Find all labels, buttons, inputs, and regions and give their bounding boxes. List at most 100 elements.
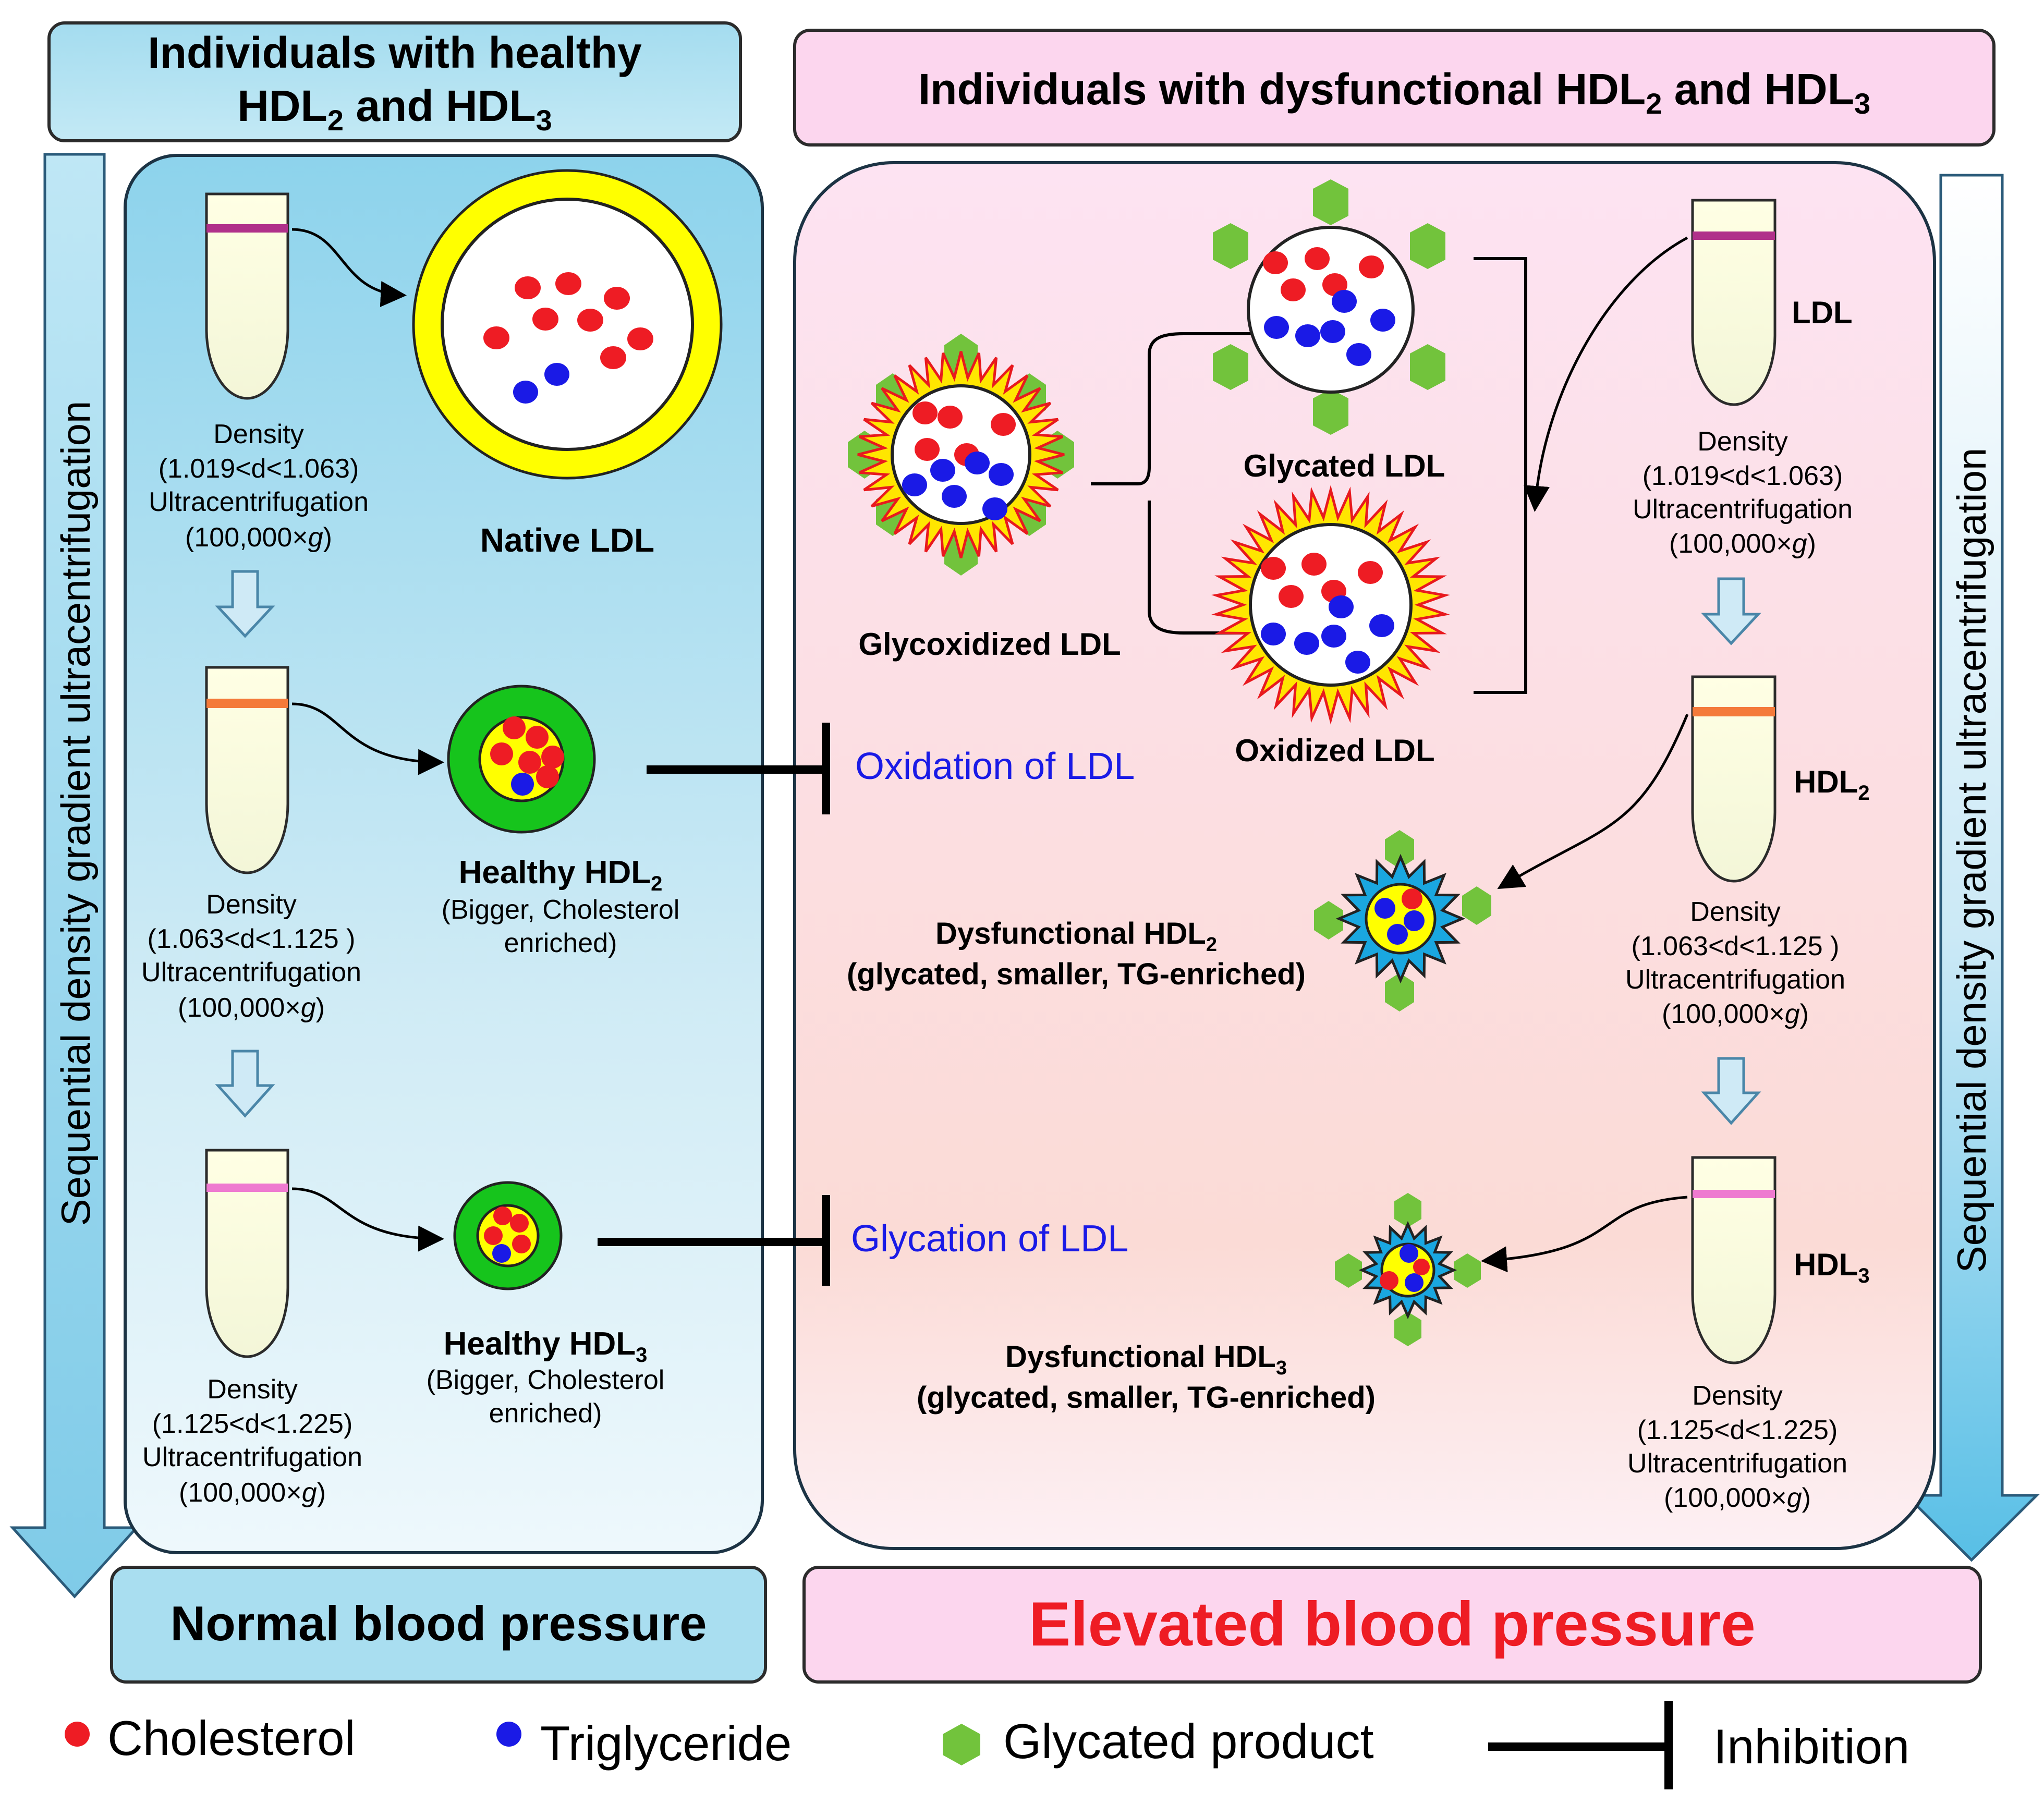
svg-text:Ultracentrifugation: Ultracentrifugation — [142, 1442, 362, 1472]
dysfunctional-hdl2-particle — [1314, 830, 1491, 1011]
left-tube-hdl2-caption: Density (1.063<d<1.125 ) Ultracentrifuga… — [141, 889, 361, 1023]
hdl3-band — [206, 1184, 288, 1192]
right-tube-hdl3-caption: Density (1.125<d<1.225) Ultracentrifugat… — [1627, 1381, 1847, 1513]
native-ldl-particle — [412, 169, 723, 480]
legend-cholesterol-label: Cholesterol — [107, 1711, 355, 1765]
svg-text:(Bigger, Cholesterol: (Bigger, Cholesterol — [427, 1365, 665, 1395]
right-tube-hdl2-caption: Density (1.063<d<1.125 ) Ultracentrifuga… — [1625, 897, 1845, 1029]
right-arrow-hdl2 — [1497, 714, 1689, 889]
svg-text:(100,000×g): (100,000×g) — [185, 522, 332, 553]
healthy-hdl3-label: Healthy HDL3 (Bigger, Cholesterol enrich… — [427, 1326, 665, 1429]
right-arrow-hdl3 — [1481, 1196, 1688, 1273]
svg-text:Dysfunctional HDL2: Dysfunctional HDL2 — [935, 917, 1217, 956]
left-tube-ldl-caption: Density (1.019<d<1.063) Ultracentrifugat… — [149, 419, 369, 553]
brace-connector — [1091, 332, 1262, 635]
elevated-bp-label: Elevated blood pressure — [1029, 1589, 1756, 1659]
svg-text:(1.019<d<1.063): (1.019<d<1.063) — [159, 454, 359, 484]
svg-text:(1.063<d<1.125 ): (1.063<d<1.125 ) — [1632, 931, 1840, 961]
dysfunctional-hdl3-particle — [1335, 1193, 1481, 1346]
inhibition-glycation: Glycation of LDL — [598, 1195, 1128, 1286]
dysfunctional-hdl3-label: Dysfunctional HDL3 (glycated, smaller, T… — [917, 1340, 1376, 1415]
native-ldl-label: Native LDL — [480, 521, 654, 559]
left-arrow-ldl — [291, 228, 407, 307]
left-header-line1: Individuals with healthy — [148, 28, 642, 77]
glycated-ldl-particle — [1213, 179, 1445, 435]
svg-text:Healthy HDL3: Healthy HDL3 — [444, 1326, 648, 1367]
right-tube-ldl — [1691, 199, 1777, 406]
right-header-text: Individuals with dysfunctional HDL2 and … — [918, 65, 1870, 120]
left-down-arrow-1 — [215, 570, 275, 638]
oxidized-ldl-particle — [1211, 485, 1450, 725]
legend-triglyceride-swatch — [496, 1722, 521, 1747]
normal-bp-label: Normal blood pressure — [171, 1596, 707, 1651]
svg-text:Ultracentrifugation: Ultracentrifugation — [1627, 1448, 1847, 1479]
svg-text:(100,000×g): (100,000×g) — [178, 993, 325, 1023]
left-tube-ldl — [205, 192, 289, 400]
elevated-bp-footer: Elevated blood pressure — [802, 1566, 1982, 1684]
right-bracket — [1474, 257, 1527, 694]
svg-text:Ultracentrifugation: Ultracentrifugation — [149, 487, 369, 517]
oxidized-ldl-label: Oxidized LDL — [1235, 733, 1434, 768]
svg-text:Density: Density — [1692, 1381, 1782, 1411]
glycation-of-ldl-label: Glycation of LDL — [851, 1218, 1128, 1260]
right-side-arrow: Sequential density gradient ultracentrif… — [1903, 174, 2040, 1562]
svg-text:(1.125<d<1.225): (1.125<d<1.225) — [1637, 1415, 1838, 1445]
healthy-hdl3-particle — [453, 1181, 563, 1290]
left-tube-hdl3-caption: Density (1.125<d<1.225) Ultracentrifugat… — [142, 1374, 362, 1508]
right-tube-hdl2 — [1691, 675, 1777, 883]
right-down-arrow-2 — [1701, 1057, 1761, 1125]
ldl-band — [206, 224, 288, 233]
svg-text:Healthy HDL2: Healthy HDL2 — [459, 855, 663, 895]
svg-text:(100,000×g): (100,000×g) — [179, 1478, 326, 1508]
healthy-hdl2-label: Healthy HDL2 (Bigger, Cholesterol enrich… — [442, 855, 680, 958]
svg-text:(1.063<d<1.125 ): (1.063<d<1.125 ) — [148, 924, 356, 954]
glycated-ldl-label: Glycated LDL — [1244, 448, 1445, 483]
svg-text:(1.125<d<1.225): (1.125<d<1.225) — [152, 1409, 353, 1439]
svg-text:(glycated, smaller, TG-enriche: (glycated, smaller, TG-enriched) — [917, 1381, 1376, 1415]
svg-text:Ultracentrifugation: Ultracentrifugation — [1633, 494, 1853, 525]
svg-text:(100,000×g): (100,000×g) — [1664, 1483, 1811, 1513]
legend-inhibition-label: Inhibition — [1713, 1719, 1909, 1774]
left-down-arrow-2 — [215, 1050, 275, 1118]
right-header: Individuals with dysfunctional HDL2 and … — [793, 29, 1996, 147]
glycoxidized-ldl-particle — [848, 334, 1074, 576]
oxidation-of-ldl-label: Oxidation of LDL — [855, 746, 1135, 787]
left-arrow-hdl2 — [291, 702, 444, 775]
right-side-arrow-label: Sequential density gradient ultracentrif… — [1949, 448, 1994, 1273]
right-hdl3-label: HDL3 — [1794, 1247, 1870, 1287]
right-down-arrow-1 — [1701, 577, 1761, 645]
legend-cholesterol-swatch — [65, 1722, 90, 1747]
svg-text:Density: Density — [213, 419, 303, 449]
normal-bp-footer: Normal blood pressure — [110, 1566, 767, 1684]
svg-text:Ultracentrifugation: Ultracentrifugation — [141, 957, 361, 988]
svg-text:Density: Density — [1690, 897, 1780, 927]
legend-triglyceride-label: Triglyceride — [540, 1716, 792, 1771]
right-tube-ldl-caption: Density (1.019<d<1.063) Ultracentrifugat… — [1633, 426, 1853, 559]
left-tube-hdl2 — [205, 666, 289, 874]
right-ldl-label: LDL — [1792, 295, 1853, 330]
right-hdl2-label: HDL2 — [1794, 764, 1870, 805]
svg-text:enriched): enriched) — [489, 1398, 602, 1429]
legend-glycated-swatch — [943, 1724, 980, 1765]
left-tube-hdl3 — [205, 1149, 289, 1358]
left-side-arrow: Sequential density gradient ultracentrif… — [9, 153, 140, 1599]
svg-text:Density: Density — [1697, 426, 1787, 457]
svg-text:Dysfunctional HDL3: Dysfunctional HDL3 — [1005, 1340, 1287, 1379]
svg-text:enriched): enriched) — [504, 928, 617, 958]
svg-text:(Bigger, Cholesterol: (Bigger, Cholesterol — [442, 895, 680, 925]
left-header: Individuals with healthy HDL2 and HDL3 — [47, 21, 742, 142]
healthy-hdl2-particle — [447, 685, 596, 834]
inhibition-oxidation: Oxidation of LDL — [647, 723, 1135, 814]
right-arrow-ldl — [1524, 236, 1688, 512]
svg-text:Density: Density — [207, 1374, 297, 1405]
svg-text:Density: Density — [206, 889, 296, 920]
right-panel — [793, 161, 1936, 1550]
legend-glycated-label: Glycated product — [1003, 1714, 1374, 1769]
svg-text:(100,000×g): (100,000×g) — [1662, 999, 1809, 1029]
left-arrow-hdl3 — [291, 1187, 444, 1252]
svg-text:(1.019<d<1.063): (1.019<d<1.063) — [1642, 461, 1843, 491]
glycoxidized-ldl-label: Glycoxidized LDL — [858, 627, 1121, 662]
svg-text:(100,000×g): (100,000×g) — [1669, 529, 1816, 559]
legend: Cholesterol Triglyceride Glycated produc… — [65, 1701, 1909, 1789]
